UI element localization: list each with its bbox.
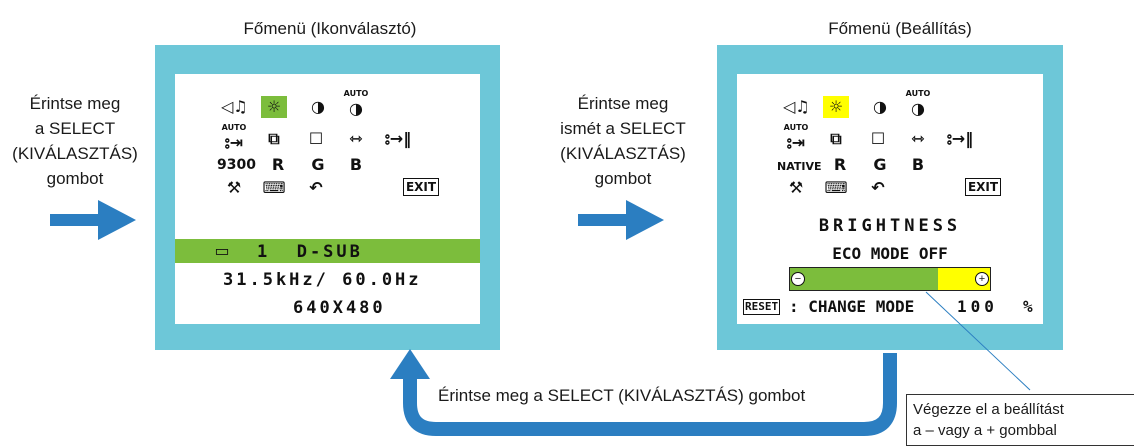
brightness-icon: ☼ xyxy=(823,96,849,118)
note-line: Végezze el a beállítást xyxy=(913,401,1064,418)
exit-icon: EXIT xyxy=(403,178,439,196)
reset-label: RESET xyxy=(743,299,781,315)
instruction-line: Érintse meg xyxy=(577,94,669,113)
auto-adjust-icon: AUTO◑ xyxy=(343,89,369,119)
instruction-line: gombot xyxy=(594,169,652,188)
size-icon: ☐ xyxy=(308,129,324,148)
instruction-line: (KIVÁLASZTÁS) xyxy=(560,144,686,163)
plus-icon[interactable]: + xyxy=(975,272,989,286)
contrast-icon: ◑ xyxy=(873,97,887,116)
note-line: a – vagy a + gombbal xyxy=(913,422,1057,439)
volume-icon: ◁♫ xyxy=(783,97,810,116)
input-bar xyxy=(175,239,480,263)
monitor-icon: ▭ xyxy=(214,241,230,260)
instruction-line: gombot xyxy=(46,169,104,188)
phase-icon: ⦂→‖ xyxy=(947,129,974,148)
auto-adjust-icon: AUTO◑ xyxy=(905,89,931,119)
instruction-middle: Érintse meg ismét a SELECT (KIVÁLASZTÁS)… xyxy=(548,91,698,191)
auto-phase-icon: AUTO⦂⇥ xyxy=(783,123,809,153)
h-size-icon: ⇿ xyxy=(911,129,925,148)
input-label: 1 D-SUB xyxy=(257,242,363,262)
tools-icon: ⚒ xyxy=(788,178,804,197)
position-icon: ⧉ xyxy=(830,129,842,148)
red-label: R xyxy=(833,155,847,174)
osd-icon: ⌨ xyxy=(824,178,848,197)
callout-line xyxy=(925,291,1031,391)
eco-mode-label: ECO MODE OFF xyxy=(832,244,948,263)
osd-screen: ◁♫ ☼ ◑ AUTO◑ AUTO⦂⇥ ⧉ ☐ ⇿ ⦂→‖ NATIVE R G… xyxy=(737,74,1043,324)
reset-icon: ↶ xyxy=(309,178,323,197)
right-arrow-icon xyxy=(50,200,136,240)
right-arrow-icon xyxy=(578,200,664,240)
frequency-label: 31.5kHz/ 60.0Hz xyxy=(223,270,422,290)
instruction-line: a SELECT xyxy=(34,119,116,138)
resolution-label: 640X480 xyxy=(293,298,386,318)
position-icon: ⧉ xyxy=(268,129,280,148)
menu-panel-icon-select: ◁♫ ☼ ◑ AUTO◑ AUTO⦂⇥ ⧉ ☐ ⇿ ⦂→‖ 9300 R G B… xyxy=(155,45,500,350)
instruction-bottom: Érintse meg a SELECT (KIVÁLASZTÁS) gombo… xyxy=(438,386,806,405)
red-label: R xyxy=(271,155,285,174)
contrast-icon: ◑ xyxy=(311,97,325,116)
slider-fill xyxy=(790,268,938,290)
exit-icon: EXIT xyxy=(965,178,1001,196)
instruction-line: Érintse meg xyxy=(29,94,121,113)
unit-label: % xyxy=(1023,297,1033,316)
instruction-line: (KIVÁLASZTÁS) xyxy=(12,144,138,163)
instruction-left: Érintse meg a SELECT (KIVÁLASZTÁS) gombo… xyxy=(0,91,150,191)
green-label: G xyxy=(873,155,887,174)
tools-icon: ⚒ xyxy=(226,178,242,197)
blue-label: B xyxy=(911,155,925,174)
return-arrow-icon xyxy=(390,349,897,436)
menu-panel-adjust: ◁♫ ☼ ◑ AUTO◑ AUTO⦂⇥ ⧉ ☐ ⇿ ⦂→‖ NATIVE R G… xyxy=(717,45,1063,350)
change-mode-label: : CHANGE MODE xyxy=(789,297,915,316)
auto-phase-icon: AUTO⦂⇥ xyxy=(221,123,247,153)
value-label: 100 xyxy=(957,297,998,316)
setting-title: BRIGHTNESS xyxy=(818,216,962,236)
blue-label: B xyxy=(349,155,363,174)
osd-screen: ◁♫ ☼ ◑ AUTO◑ AUTO⦂⇥ ⧉ ☐ ⇿ ⦂→‖ 9300 R G B… xyxy=(175,74,480,324)
size-icon: ☐ xyxy=(870,129,886,148)
green-label: G xyxy=(311,155,325,174)
instruction-line: ismét a SELECT xyxy=(560,119,686,138)
h-size-icon: ⇿ xyxy=(349,129,363,148)
reset-icon: ↶ xyxy=(871,178,885,197)
minus-icon[interactable]: − xyxy=(791,272,805,286)
brightness-icon: ☼ xyxy=(261,96,287,118)
brightness-slider[interactable]: − + xyxy=(789,267,991,291)
osd-icon: ⌨ xyxy=(262,178,286,197)
color-preset-label: NATIVE xyxy=(777,160,822,173)
caption-left-menu: Főmenü (Ikonválasztó) xyxy=(243,19,417,38)
volume-icon: ◁♫ xyxy=(221,97,248,116)
adjust-note: Végezze el a beállítást a – vagy a + gom… xyxy=(906,394,1134,446)
phase-icon: ⦂→‖ xyxy=(385,129,412,148)
caption-right-menu: Főmenü (Beállítás) xyxy=(828,19,972,38)
color-preset-label: 9300 xyxy=(217,157,256,173)
